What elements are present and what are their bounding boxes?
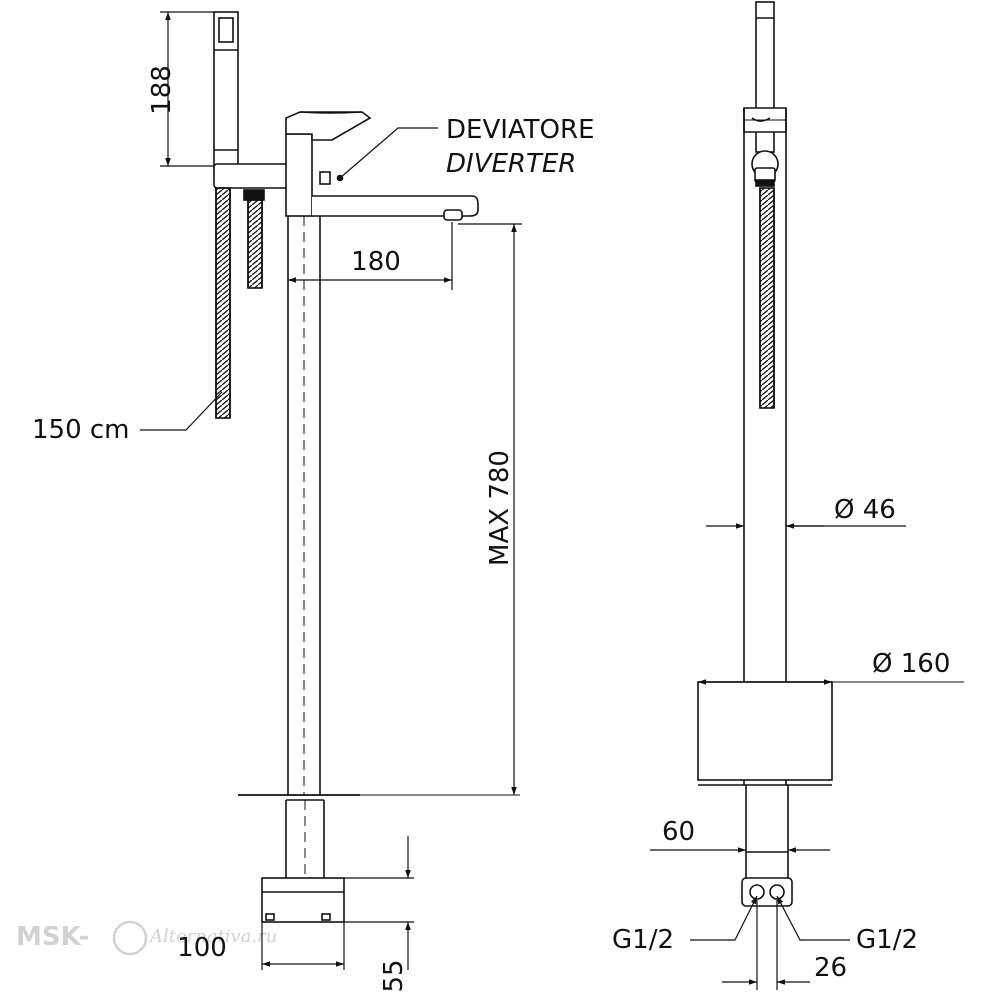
- hose-side: [759, 187, 775, 409]
- hose-connector: [243, 189, 265, 289]
- side-dimensions: [650, 523, 964, 990]
- diverter-label-it: DEVIATORE: [446, 115, 595, 145]
- base-cover: [697, 681, 833, 781]
- lower-pipe-side: [745, 785, 789, 878]
- watermark-at-icon: [112, 920, 148, 956]
- column: [287, 216, 321, 795]
- watermark-script: Alternativa.ru: [148, 926, 277, 947]
- watermark: MSK- Alternativa.ru: [16, 920, 277, 956]
- mixer-body: [285, 111, 372, 217]
- hand-shower: [213, 11, 239, 169]
- watermark-brand: MSK-: [16, 922, 89, 952]
- dim-pipe-width: 60: [662, 817, 695, 847]
- connection-left-label: G1/2: [612, 925, 674, 955]
- dim-handshower-height: 188: [147, 65, 177, 115]
- connection-block: [741, 877, 793, 907]
- column-side: [743, 108, 787, 785]
- dim-column-diameter: Ø 46: [834, 495, 896, 525]
- front-dimensions: [140, 11, 522, 970]
- diverter-knob: [319, 171, 331, 185]
- lower-pipe: [285, 800, 325, 890]
- shower-hose: [215, 187, 231, 419]
- mounting-box: [261, 877, 345, 923]
- dim-base-height: 55: [379, 959, 409, 992]
- side-view: [697, 1, 833, 907]
- dim-spout-reach: 180: [351, 247, 401, 277]
- dim-max-height: MAX 780: [485, 450, 515, 566]
- front-view: [213, 11, 520, 923]
- shower-holder: [213, 163, 289, 189]
- hose-length-label: 150 cm: [32, 415, 130, 445]
- spout: [312, 195, 479, 221]
- diverter-label-en: DIVERTER: [446, 149, 576, 179]
- dim-base-width: 100: [177, 933, 227, 963]
- dim-connection-spacing: 26: [814, 953, 847, 983]
- connection-right-label: G1/2: [856, 925, 918, 955]
- dim-base-diameter: Ø 160: [872, 649, 950, 679]
